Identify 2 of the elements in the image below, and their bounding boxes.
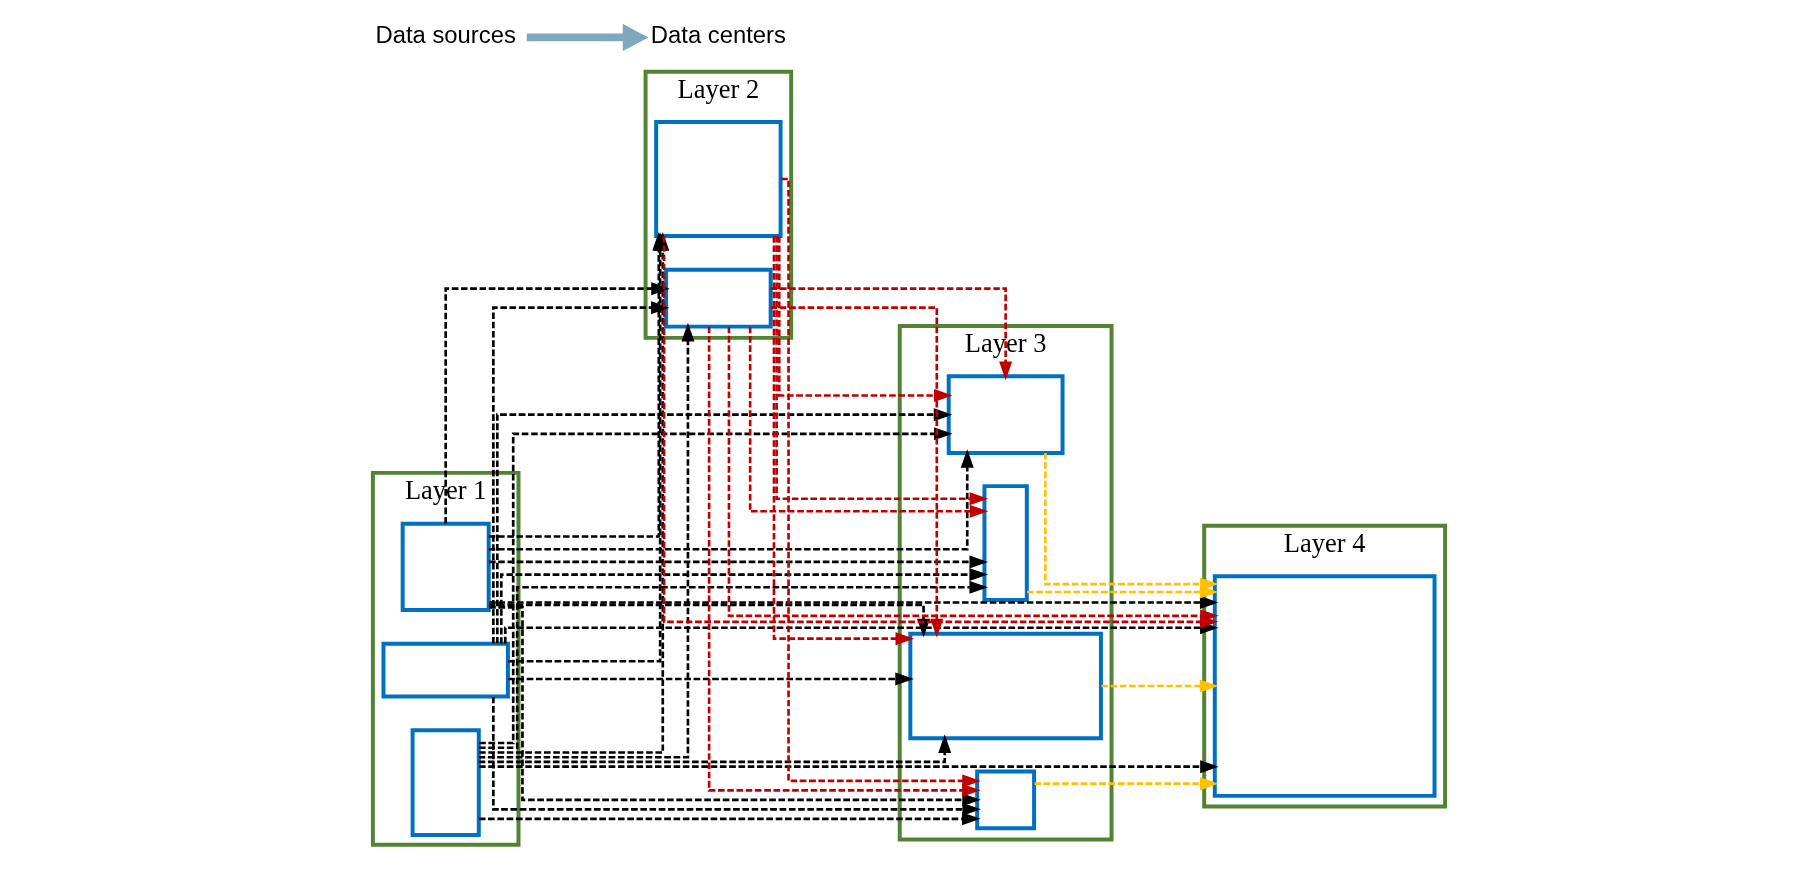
node-text: Data centers [650, 21, 786, 49]
node-text: Data sources [375, 21, 516, 49]
